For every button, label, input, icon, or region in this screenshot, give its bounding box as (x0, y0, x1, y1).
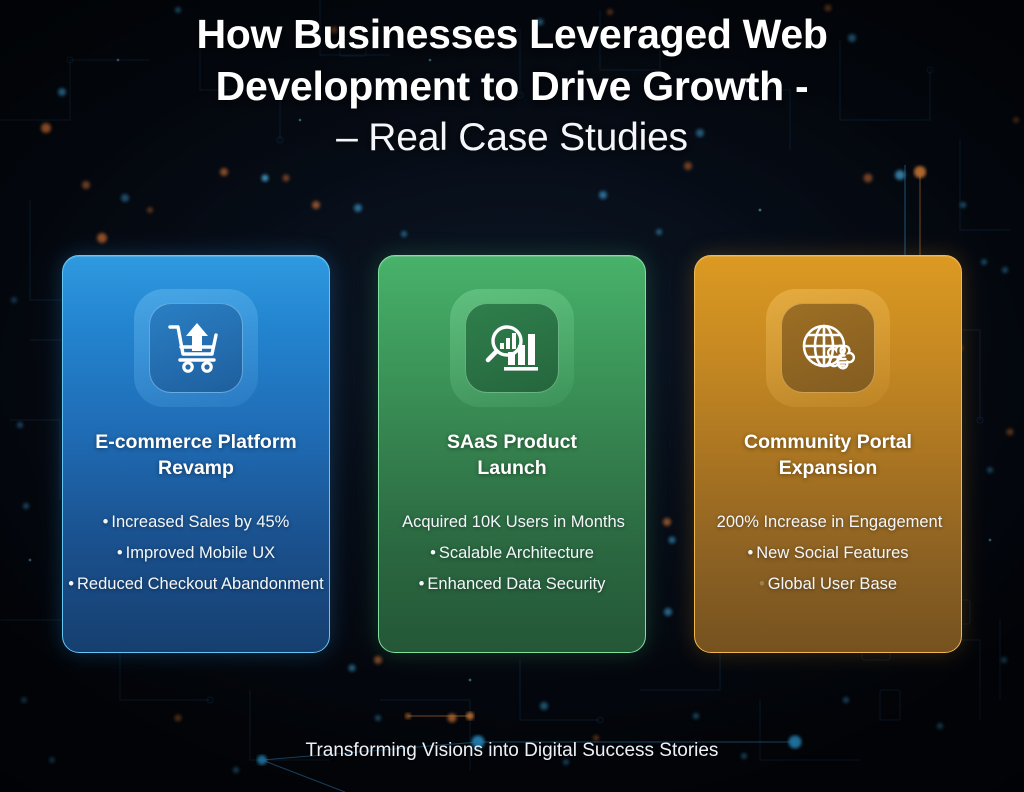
card-title-line-2: Revamp (158, 457, 234, 479)
card-title-line-2: Expansion (778, 457, 878, 479)
case-study-cards: E-commerce Platform Revamp •Increased Sa… (62, 255, 962, 655)
list-item: •Global User Base (699, 569, 957, 600)
bullet-dot: • (102, 513, 109, 531)
list-item: 200% Increase in Engagement (699, 507, 957, 538)
title-line-1: How Businesses Leveraged Web (196, 11, 828, 57)
bullet-dot: • (430, 544, 436, 562)
card-title-line-1: SAaS Product (446, 431, 578, 453)
icon-tile-outer (450, 289, 574, 407)
card-title-line-1: E-commerce Platform (95, 431, 297, 453)
bullet-dot: • (758, 575, 765, 593)
shopping-cart-upload-icon (168, 323, 218, 373)
title-line-2: Development to Drive Growth - (215, 63, 809, 109)
bullet-text: Reduced Checkout Abandonment (77, 575, 324, 593)
icon-tile-outer (134, 289, 258, 407)
card-bullet-list: •Increased Sales by 45% •Improved Mobile… (63, 507, 329, 600)
bullet-text: Increased Sales by 45% (111, 513, 290, 531)
icon-tile-inner (781, 303, 875, 393)
page-title: How Businesses Leveraged Web Development… (0, 8, 1024, 164)
list-item: •Scalable Architecture (383, 538, 641, 569)
list-item: •Improved Mobile UX (67, 538, 325, 569)
list-item: •Increased Sales by 45% (67, 507, 325, 538)
list-item: •Reduced Checkout Abandonment (67, 569, 325, 600)
bullet-text: Improved Mobile UX (125, 544, 276, 562)
bullet-dot: • (116, 544, 123, 562)
list-item: Acquired 10K Users in Months (383, 507, 641, 538)
footer-tagline: Transforming Visions into Digital Succes… (305, 740, 719, 761)
icon-tile-outer (766, 289, 890, 407)
title-line-3: – Real Case Studies (336, 116, 688, 159)
list-item: •New Social Features (699, 538, 957, 569)
card-ecommerce[interactable]: E-commerce Platform Revamp •Increased Sa… (62, 255, 330, 653)
icon-tile-inner (149, 303, 243, 393)
card-title: SAaS Product Launch (433, 429, 591, 481)
card-title-line-1: Community Portal (744, 431, 912, 453)
bullet-text: New Social Features (756, 544, 909, 562)
bullet-dot: • (747, 544, 754, 562)
card-title: Community Portal Expansion (730, 429, 926, 481)
bullet-text: Global User Base (767, 575, 898, 593)
globe-network-icon (802, 324, 856, 370)
icon-tile-inner (465, 303, 559, 393)
bullet-text: Enhanced Data Security (427, 575, 606, 593)
bullet-dot: • (418, 575, 425, 593)
card-bullet-list: 200% Increase in Engagement •New Social … (695, 507, 961, 600)
card-bullet-list: Acquired 10K Users in Months •Scalable A… (379, 507, 645, 600)
bullet-text: Acquired 10K Users in Months (402, 513, 625, 531)
bullet-text: Scalable Architecture (438, 544, 594, 562)
bullet-text: 200% Increase in Engagement (716, 513, 943, 531)
analytics-search-chart-icon (485, 325, 538, 371)
card-saas[interactable]: SAaS Product Launch Acquired 10K Users i… (378, 255, 646, 653)
card-title: E-commerce Platform Revamp (81, 429, 311, 481)
bullet-dot: • (68, 575, 74, 593)
card-title-line-2: Launch (477, 457, 547, 479)
list-item: •Enhanced Data Security (383, 569, 641, 600)
card-community[interactable]: Community Portal Expansion 200% Increase… (694, 255, 962, 653)
